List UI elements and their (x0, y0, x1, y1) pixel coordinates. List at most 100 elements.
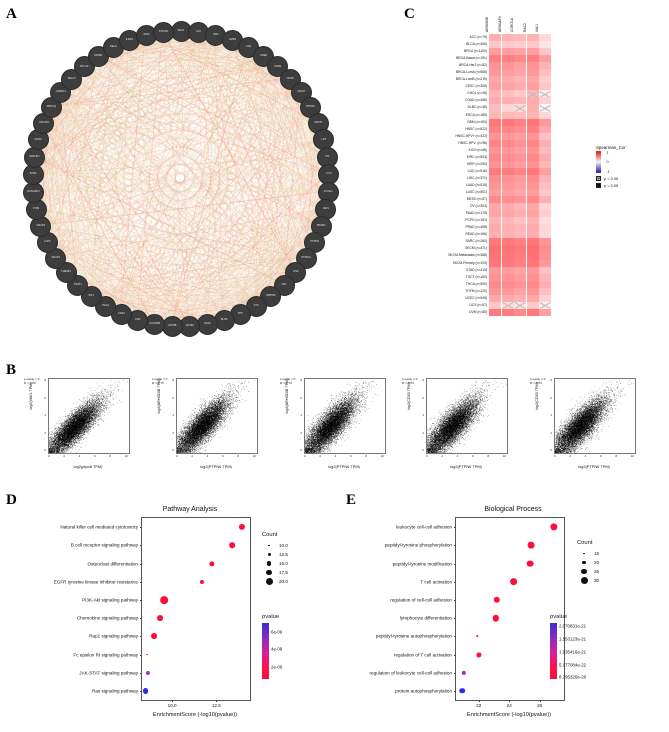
network-node[interactable]: MAP4K1 (24, 146, 46, 168)
heatmap-cell[interactable] (526, 181, 539, 190)
heatmap-cell[interactable] (514, 90, 527, 98)
heatmap-cell[interactable] (526, 118, 539, 126)
dotplot-point[interactable] (526, 560, 534, 567)
heatmap-cell[interactable] (489, 167, 501, 175)
heatmap-cell[interactable] (514, 245, 527, 253)
heatmap-cell[interactable] (489, 217, 501, 225)
heatmap-cell[interactable] (501, 308, 514, 316)
dotplot-point[interactable] (229, 542, 236, 549)
heatmap-cell[interactable] (539, 203, 552, 211)
heatmap-cell[interactable] (514, 153, 527, 161)
heatmap-cell[interactable] (514, 48, 527, 56)
heatmap-cell[interactable] (539, 97, 552, 105)
heatmap-cell[interactable] (489, 104, 501, 112)
heatmap-cell[interactable] (526, 287, 539, 295)
heatmap-cell[interactable] (539, 125, 552, 133)
heatmap-cell[interactable] (489, 118, 501, 126)
dotplot-point[interactable] (209, 560, 215, 567)
heatmap-cell[interactable] (526, 210, 539, 218)
heatmap-cell[interactable] (489, 174, 501, 182)
heatmap-cell[interactable] (489, 146, 501, 154)
heatmap-cell[interactable] (526, 252, 539, 260)
dotplot-point[interactable] (459, 688, 465, 694)
heatmap-cell[interactable] (526, 266, 539, 274)
heatmap-cell[interactable] (514, 118, 527, 126)
heatmap-cell[interactable] (539, 301, 552, 309)
heatmap-cell[interactable] (501, 34, 514, 42)
heatmap-cell[interactable] (501, 273, 514, 281)
heatmap-cell[interactable] (489, 139, 501, 147)
heatmap-cell[interactable] (501, 139, 514, 147)
heatmap-cell[interactable] (501, 167, 514, 175)
heatmap-cell[interactable] (539, 83, 552, 91)
heatmap-cell[interactable] (526, 41, 539, 49)
heatmap-cell[interactable] (526, 196, 539, 204)
heatmap-cell[interactable] (514, 111, 527, 119)
heatmap-cell[interactable] (539, 238, 552, 246)
heatmap-cell[interactable] (526, 62, 539, 70)
heatmap-cell[interactable] (514, 83, 527, 91)
dotplot-point[interactable] (146, 670, 151, 675)
heatmap-cell[interactable] (489, 76, 501, 84)
heatmap-cell[interactable] (526, 69, 539, 77)
heatmap-cell[interactable] (526, 160, 539, 168)
heatmap-cell[interactable] (514, 308, 527, 316)
heatmap-cell[interactable] (514, 132, 527, 140)
heatmap-cell[interactable] (539, 210, 552, 218)
heatmap-cell[interactable] (514, 224, 527, 232)
heatmap-cell[interactable] (526, 174, 539, 182)
heatmap-cell[interactable] (539, 252, 552, 260)
heatmap-cell[interactable] (489, 252, 501, 260)
heatmap-cell[interactable] (501, 210, 514, 218)
heatmap-cell[interactable] (514, 104, 527, 112)
heatmap-cell[interactable] (514, 259, 527, 267)
heatmap-cell[interactable] (501, 55, 514, 63)
heatmap-cell[interactable] (489, 48, 501, 56)
dotplot-point[interactable] (461, 670, 466, 675)
heatmap-cell[interactable] (539, 69, 552, 77)
dotplot-point[interactable] (476, 635, 479, 638)
dotplot-point[interactable] (146, 653, 149, 656)
heatmap-cell[interactable] (501, 301, 514, 309)
heatmap-cell[interactable] (514, 280, 527, 288)
network-node[interactable]: STAT5A (152, 21, 174, 43)
heatmap-cell[interactable] (539, 224, 552, 232)
heatmap-cell[interactable] (526, 34, 539, 42)
heatmap-cell[interactable] (501, 196, 514, 204)
heatmap-cell[interactable] (489, 111, 501, 119)
heatmap-cell[interactable] (514, 55, 527, 63)
heatmap-cell[interactable] (489, 153, 501, 161)
heatmap-cell[interactable] (501, 287, 514, 295)
heatmap-cell[interactable] (539, 273, 552, 281)
heatmap-cell[interactable] (489, 287, 501, 295)
heatmap-cell[interactable] (526, 132, 539, 140)
heatmap-cell[interactable] (526, 111, 539, 119)
heatmap-cell[interactable] (501, 189, 514, 197)
heatmap-cell[interactable] (489, 132, 501, 140)
heatmap-cell[interactable] (501, 174, 514, 182)
heatmap-cell[interactable] (539, 294, 552, 302)
heatmap-cell[interactable] (501, 118, 514, 126)
heatmap-cell[interactable] (501, 181, 514, 190)
heatmap-cell[interactable] (526, 308, 539, 316)
heatmap-cell[interactable] (526, 217, 539, 225)
heatmap-cell[interactable] (539, 160, 552, 168)
heatmap-cell[interactable] (501, 146, 514, 154)
heatmap-cell[interactable] (489, 301, 501, 309)
heatmap-cell[interactable] (514, 301, 527, 309)
heatmap-cell[interactable] (526, 231, 539, 239)
heatmap-cell[interactable] (514, 238, 527, 246)
heatmap-cell[interactable] (526, 203, 539, 211)
heatmap-cell[interactable] (514, 203, 527, 211)
heatmap-cell[interactable] (539, 139, 552, 147)
heatmap-cell[interactable] (514, 294, 527, 302)
heatmap-cell[interactable] (489, 160, 501, 168)
heatmap-cell[interactable] (526, 301, 539, 309)
heatmap-cell[interactable] (539, 146, 552, 154)
network-node[interactable]: BLNK (213, 310, 235, 332)
dotplot-point[interactable] (142, 687, 149, 694)
heatmap-cell[interactable] (514, 160, 527, 168)
heatmap-cell[interactable] (539, 308, 552, 316)
heatmap-cell[interactable] (514, 231, 527, 239)
heatmap-cell[interactable] (539, 217, 552, 225)
